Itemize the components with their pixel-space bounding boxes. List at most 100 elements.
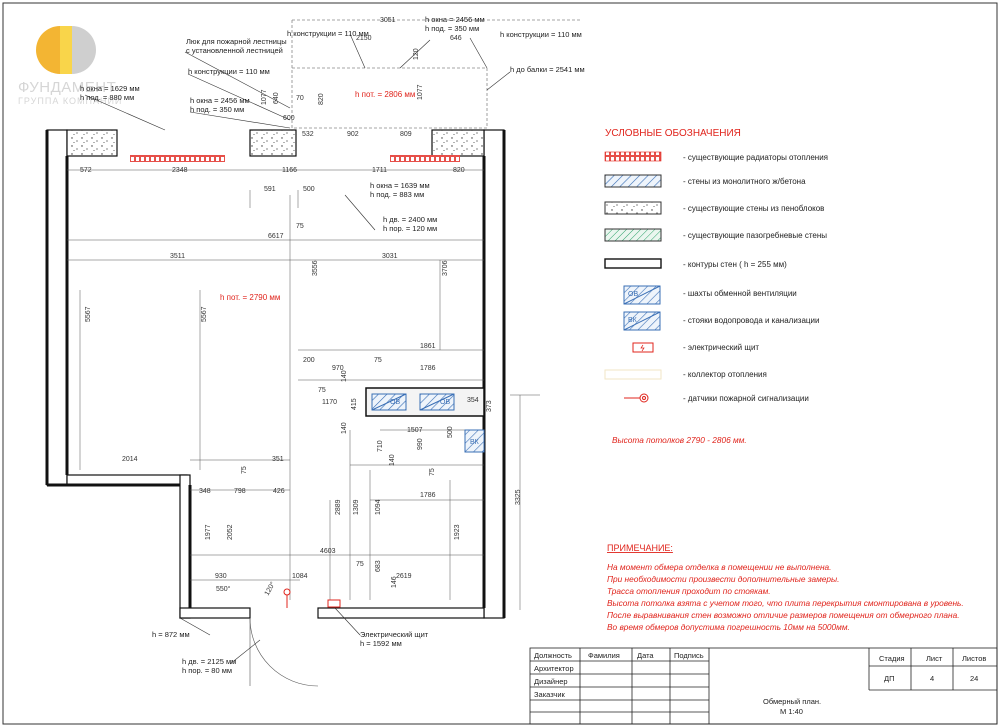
dim: 3031 xyxy=(382,253,398,260)
note-line-2: При необходимости произвести дополнитель… xyxy=(607,574,839,584)
tb-role-2: Дизайнер xyxy=(534,677,568,686)
dim: 75 xyxy=(296,223,304,230)
hatch-label-2: с установленной лестницей xyxy=(186,46,283,55)
dim: 75 xyxy=(374,357,382,364)
dim: 3706 xyxy=(442,260,449,276)
legend-swatch-collector xyxy=(604,369,662,380)
dim: 75 xyxy=(318,387,326,394)
dim: 930 xyxy=(215,573,227,580)
panel-label-2: h = 1592 мм xyxy=(360,639,402,648)
dim: 3556 xyxy=(312,260,319,276)
legend-item-5: - контуры стен ( h = 255 мм) xyxy=(683,260,787,269)
tb-drawing-title: Обмерный план. xyxy=(763,697,821,706)
dim: 1170 xyxy=(322,399,337,406)
note-line-6: Во время обмеров допустима погрешность 1… xyxy=(607,622,850,632)
dim: 820 xyxy=(318,93,325,105)
dim: 550° xyxy=(216,585,231,593)
legend-title: УСЛОВНЫЕ ОБОЗНАЧЕНИЯ xyxy=(605,128,741,139)
dim: 1711 xyxy=(372,167,387,174)
dim: 1309 xyxy=(353,499,360,515)
dim: 2889 xyxy=(335,499,342,515)
ceiling-height-main: h пот. = 2790 мм xyxy=(220,293,280,302)
dim: 820 xyxy=(453,167,465,174)
annot-3: h под. = 350 мм xyxy=(425,24,479,33)
dim: 970 xyxy=(332,365,344,372)
dim: 591 xyxy=(264,186,276,193)
dim: 354 xyxy=(467,397,479,404)
tb-col-name: Фамилия xyxy=(588,651,620,660)
title-block-text: Должность Фамилия Дата Подпись Архитекто… xyxy=(534,651,986,716)
dim: 532 xyxy=(302,131,314,138)
electrical-panel-plan xyxy=(327,599,341,608)
shaft-ov-label-1: ОВ xyxy=(390,399,400,406)
legend-swatch-sensor xyxy=(624,393,649,403)
notes-title: ПРИМЕЧАНИЕ: xyxy=(607,543,673,553)
tb-stage: ДП xyxy=(884,674,894,683)
dim: 200 xyxy=(303,357,315,364)
dim: 415 xyxy=(351,398,358,410)
legend-swatch-wall-contour xyxy=(604,258,662,269)
ceiling-height-top: h пот. = 2806 мм xyxy=(355,90,415,99)
dimension-lines xyxy=(67,169,540,610)
dim: 1077 xyxy=(261,89,268,105)
legend-vk-label: ВК xyxy=(628,317,638,324)
legend-item-10: - датчики пожарной сигнализации xyxy=(683,394,809,403)
legend-item-9: - коллектор отопления xyxy=(683,370,767,379)
annot-16: h дв. = 2125 мм xyxy=(182,657,236,666)
dim: 75 xyxy=(241,466,248,474)
tb-sheet: 4 xyxy=(930,674,934,683)
dim: 426 xyxy=(273,488,285,495)
dim: 1786 xyxy=(420,492,436,499)
logo-group: ГРУППА КОМПАНИЙ xyxy=(18,95,122,106)
legend-item-3: - существующие стены из пеноблоков xyxy=(683,204,824,213)
dim: 798 xyxy=(234,488,246,495)
tb-sheet-header: Лист xyxy=(926,654,943,663)
dim: 1084 xyxy=(292,573,308,580)
annotations: Люк для пожарной лестницы с установленно… xyxy=(80,15,585,675)
hatch-label-1: Люк для пожарной лестницы xyxy=(186,37,287,46)
dim: 75 xyxy=(429,468,436,476)
notes: ПРИМЕЧАНИЕ: На момент обмера отделка в п… xyxy=(607,543,964,632)
ventilation-shafts: ОВ ОВ ВК xyxy=(365,387,485,453)
dim: 646 xyxy=(450,35,462,42)
dim: 4603 xyxy=(320,548,336,555)
legend-swatch-panel xyxy=(632,342,654,353)
dim: 140 xyxy=(389,454,396,466)
legend-item-2: - стены из монолитного ж/бетона xyxy=(683,177,806,186)
legend-swatch-concrete xyxy=(604,174,662,188)
dimension-values: 3051 2150 646 120 1077 820 1077 640 70 6… xyxy=(80,17,522,597)
entry-door-arc xyxy=(249,617,319,687)
legend-item-6: - шахты обменной вентиляции xyxy=(683,289,797,298)
tb-col-sign: Подпись xyxy=(674,651,704,660)
dim: 140 xyxy=(341,370,348,382)
dim: 990 xyxy=(417,438,424,450)
dim: 70 xyxy=(296,95,304,102)
dim: 2052 xyxy=(227,524,234,540)
note-line-1: На момент обмера отделка в помещении не … xyxy=(607,562,831,572)
note-line-4: Высота потолка взята с учетом того, что … xyxy=(607,598,964,608)
shaft-ov-label-2: ОВ xyxy=(440,399,450,406)
wall-heavy-lines xyxy=(45,130,506,618)
annot-14: h пор. = 120 мм xyxy=(383,224,437,233)
annot-17: h пор. = 80 мм xyxy=(182,666,232,675)
annot-2: h окна = 2456 мм xyxy=(425,15,485,24)
dim: 75 xyxy=(356,561,364,568)
legend-item-8: - электрический щит xyxy=(683,343,759,352)
logo-name: ФУНДАМЕНТ xyxy=(18,79,116,96)
annot-5: h конструкции = 110 мм xyxy=(188,67,270,76)
annot-4: h конструкции = 110 мм xyxy=(500,30,582,39)
tb-col-date: Дата xyxy=(637,651,654,660)
radiator-left xyxy=(130,155,225,162)
dim: 710 xyxy=(377,440,384,452)
fire-sensor-plan xyxy=(283,588,291,608)
legend-item-1: - существующие радиаторы отопления xyxy=(683,153,828,162)
note-line-3: Трасса отопления проходит по стоякам. xyxy=(607,586,771,596)
dim: 1077 xyxy=(417,84,424,100)
legend-swatch-tongue-groove xyxy=(604,228,662,242)
dim: 2150 xyxy=(356,35,372,42)
dim: 500 xyxy=(447,426,454,438)
dim: 809 xyxy=(400,131,412,138)
dim: 600 xyxy=(283,115,295,122)
